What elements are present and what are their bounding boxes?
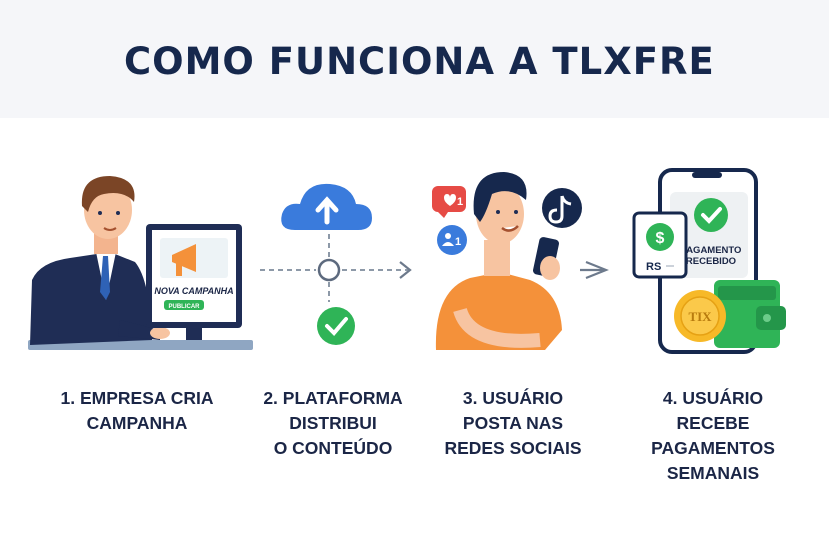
svg-text:RS: RS xyxy=(646,261,661,273)
svg-text:PUBLICAR: PUBLICAR xyxy=(169,304,201,310)
tiktok-icon xyxy=(542,188,582,228)
svg-text:RECEBIDO: RECEBIDO xyxy=(686,256,736,267)
coin-icon: TIX xyxy=(674,290,726,342)
wallet-icon xyxy=(714,280,786,348)
campaign-monitor: NOVA CAMPANHA PUBLICAR xyxy=(146,224,242,340)
receipt-card: $ RS xyxy=(632,211,688,279)
dollar-icon xyxy=(646,223,674,251)
follower-notification-icon: 1 xyxy=(437,225,467,255)
process-illustration: NOVA CAMPANHA PUBLICAR 1 xyxy=(28,168,786,354)
svg-text:$: $ xyxy=(656,230,665,247)
publish-button xyxy=(164,300,204,310)
page-title: COMO FUNCIONA A TLXFRE xyxy=(124,40,715,83)
user-posting-illustration: 1 1 xyxy=(432,172,609,350)
svg-text:1: 1 xyxy=(455,236,461,248)
payment-illustration: PAGAMENTO RECEBIDO $ RS TIX xyxy=(632,168,786,354)
campaign-screen-title: NOVA CAMPANHA xyxy=(154,286,233,296)
arrow-right-icon xyxy=(399,261,412,279)
svg-text:1: 1 xyxy=(457,196,463,208)
megaphone-icon xyxy=(172,244,196,272)
svg-text:TIX: TIX xyxy=(688,309,712,324)
svg-text:PAGAMENTO: PAGAMENTO xyxy=(681,245,742,256)
like-notification-icon: 1 xyxy=(432,186,466,218)
check-icon xyxy=(694,198,728,232)
cloud-distribution-illustration xyxy=(260,183,412,345)
businessman-illustration xyxy=(28,176,253,350)
header-band xyxy=(0,0,829,118)
cloud-upload-icon xyxy=(281,183,372,230)
check-icon xyxy=(317,307,355,345)
arrow-right-icon xyxy=(585,260,609,280)
